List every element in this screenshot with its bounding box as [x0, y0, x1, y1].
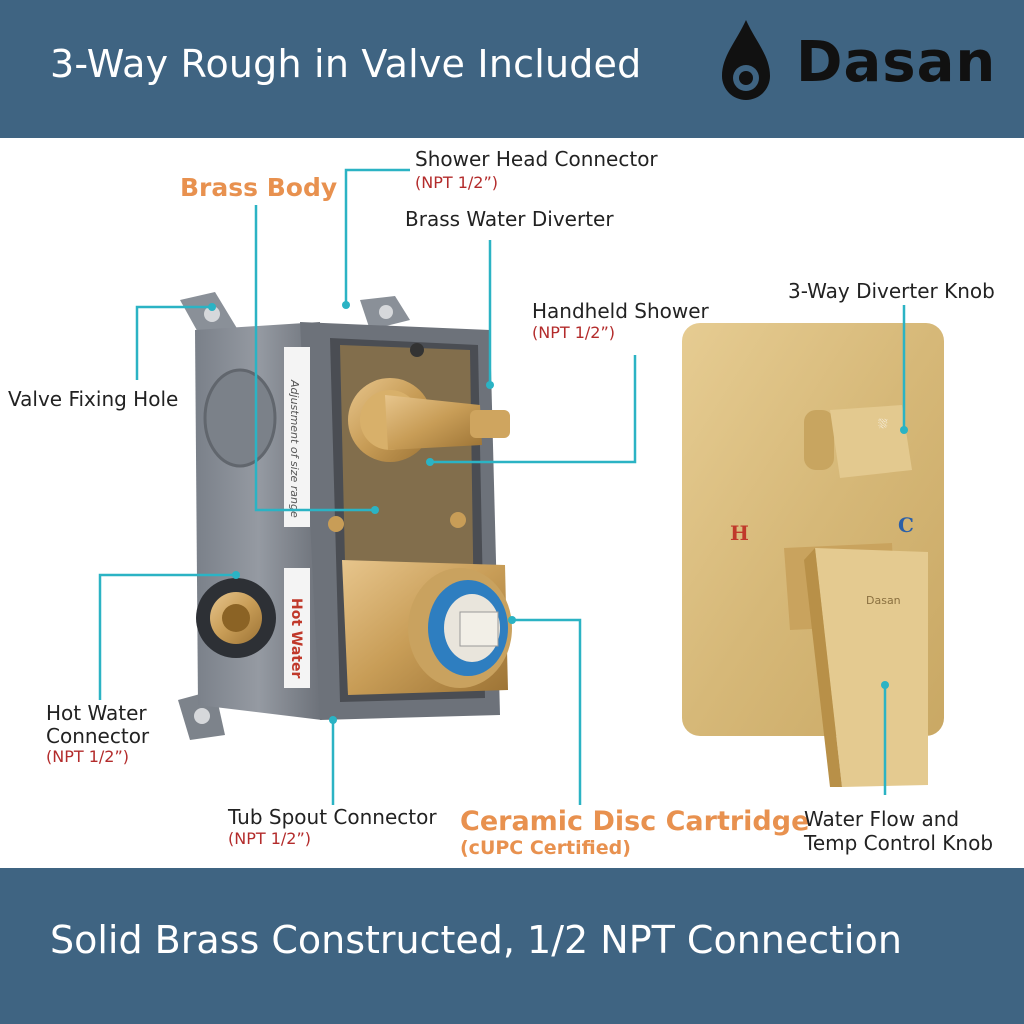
hot-water-sticker-text: Hot Water — [288, 598, 304, 678]
label-hot-water-connector-line1: Hot Water — [46, 701, 147, 725]
brand-name: Dasan — [796, 30, 997, 95]
bottom-banner — [0, 868, 1024, 1024]
label-valve-fixing-hole: Valve Fixing Hole — [8, 387, 179, 411]
label-brass-body: Brass Body — [180, 173, 338, 202]
page-title: 3-Way Rough in Valve Included — [50, 42, 642, 86]
label-hot-water-npt: (NPT 1/2”) — [46, 747, 129, 766]
brand-logo: Dasan — [718, 18, 1008, 108]
label-water-flow-line2: Temp Control Knob — [804, 831, 994, 855]
label-hot-water-connector-line2: Connector — [46, 724, 150, 748]
label-handheld-npt: (NPT 1/2”) — [532, 323, 615, 342]
valve-sticker-text: Adjustment of size range — [288, 379, 301, 518]
footer-title: Solid Brass Constructed, 1/2 NPT Connect… — [50, 918, 902, 962]
cold-mark: C — [898, 513, 914, 537]
label-water-flow-line1: Water Flow and — [804, 807, 960, 831]
hot-mark: H — [730, 521, 749, 545]
svg-text:⛆: ⛆ — [878, 417, 888, 431]
handle-logo: Dasan — [866, 594, 901, 607]
label-shower-head-npt: (NPT 1/2”) — [415, 173, 498, 192]
label-brass-water-diverter: Brass Water Diverter — [405, 207, 614, 231]
label-handheld-shower: Handheld Shower — [532, 299, 709, 323]
trim-kit: ⛆ H C Dasan — [682, 323, 944, 787]
label-shower-head-connector: Shower Head Connector — [415, 147, 658, 171]
rough-in-valve: Adjustment of size range Hot Water — [178, 292, 512, 740]
water-drop-icon — [722, 20, 770, 100]
label-3-way-diverter-knob: 3-Way Diverter Knob — [788, 279, 995, 303]
label-ceramic-disc-cartridge: Ceramic Disc Cartridge — [460, 806, 810, 837]
label-tub-spout-npt: (NPT 1/2”) — [228, 829, 311, 848]
label-tub-spout-connector: Tub Spout Connector — [228, 805, 437, 829]
label-cupc-certified: (cUPC Certified) — [460, 837, 631, 859]
callout-lines — [98, 168, 906, 805]
top-banner — [0, 0, 1024, 138]
